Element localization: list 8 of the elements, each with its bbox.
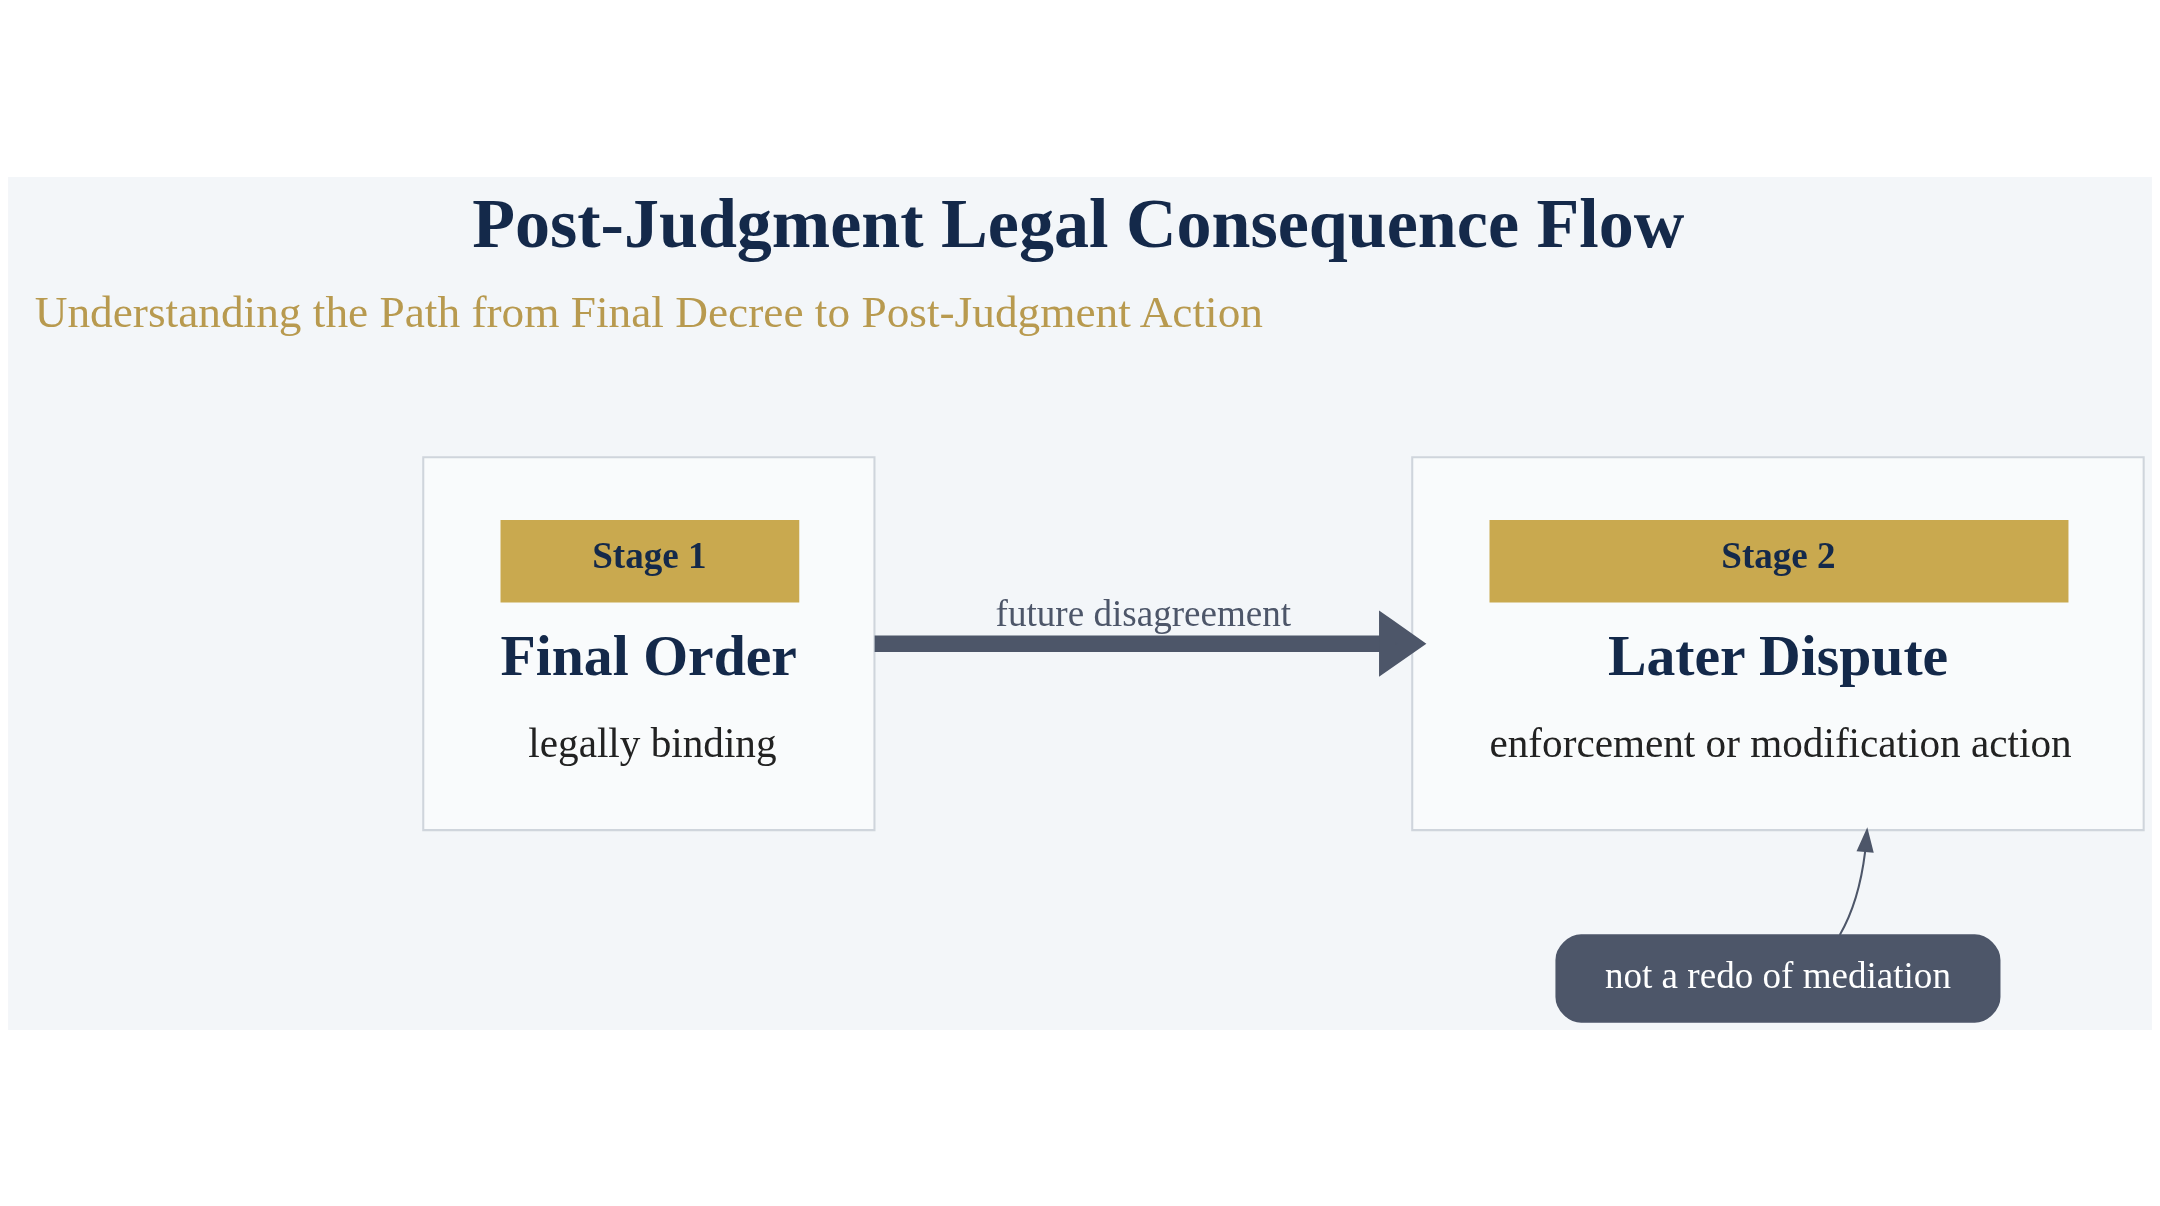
node-box: Stage 1 Final Order legally binding [422, 455, 876, 831]
label: Understanding the Path from Final Decree to Post-Judgment Action [34, 286, 1263, 337]
arrow [1838, 826, 1874, 935]
diagram-title: Post-Judgment Legal Consequence Flow [472, 184, 1685, 262]
node-box: Stage 2 Later Dispute enforcement or modification action [1411, 455, 2145, 831]
edge-label: future disagreement [995, 592, 1292, 634]
node-box: not a redo of mediation [1555, 933, 2001, 1023]
arrow [874, 610, 1427, 677]
